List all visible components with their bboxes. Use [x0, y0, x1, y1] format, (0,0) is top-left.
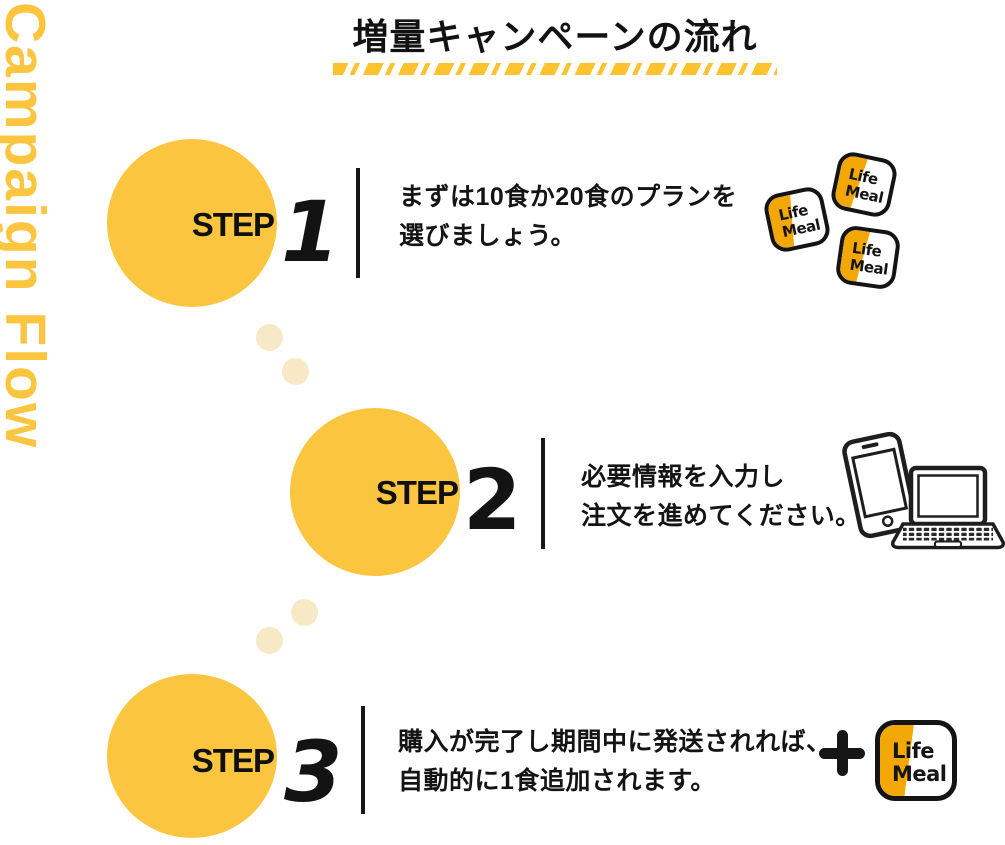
logo-line2: Meal — [892, 762, 947, 786]
stripe-divider — [333, 63, 777, 75]
side-label-campaign-flow: Campaign Flow — [0, 2, 57, 450]
step1-number: 1 — [281, 183, 340, 281]
step1-divider-line — [356, 168, 360, 278]
step2-divider-line — [541, 438, 545, 549]
smartphone-laptop-icon — [842, 431, 1005, 550]
connector-dot — [256, 627, 283, 654]
step2-label: STEP — [375, 474, 459, 511]
connector-dot — [282, 358, 309, 385]
step2-desc-line1: 必要情報を入力し — [581, 463, 786, 491]
step3-divider-line — [361, 706, 365, 814]
connector-dot — [291, 599, 318, 626]
step1-description: まずは10食か20食のプランを選びましょう。 — [399, 178, 737, 256]
step3-number: 3 — [284, 723, 343, 821]
step1-desc-line2: 選びましょう。 — [399, 222, 577, 250]
step3-desc-line1: 購入が完了し期間中に発送されれば、 — [398, 728, 832, 756]
step1-label: STEP — [191, 206, 275, 243]
step3-label: STEP — [191, 742, 275, 779]
connector-dot — [256, 324, 283, 351]
laptop-icon — [891, 465, 1005, 550]
step2-circle — [290, 408, 460, 576]
plus-vertical-bar — [836, 730, 848, 776]
step2-number: 2 — [463, 451, 522, 549]
logo-line1: Life — [892, 739, 934, 763]
step1-circle — [107, 139, 277, 307]
plus-icon — [819, 730, 865, 776]
smartphone-icon — [842, 431, 918, 539]
step1-desc-line1: まずは10食か20食のプランを — [399, 183, 738, 211]
step3-description: 購入が完了し期間中に発送されれば、自動的に1食追加されます。 — [398, 723, 832, 801]
page-title: 増量キャンペーンの流れ — [352, 16, 758, 57]
step2-desc-line2: 注文を進めてください。 — [581, 502, 861, 530]
step3-circle — [107, 674, 277, 838]
step2-description: 必要情報を入力し注文を進めてください。 — [581, 458, 861, 536]
step3-desc-line2: 自動的に1食追加されます。 — [398, 767, 716, 795]
